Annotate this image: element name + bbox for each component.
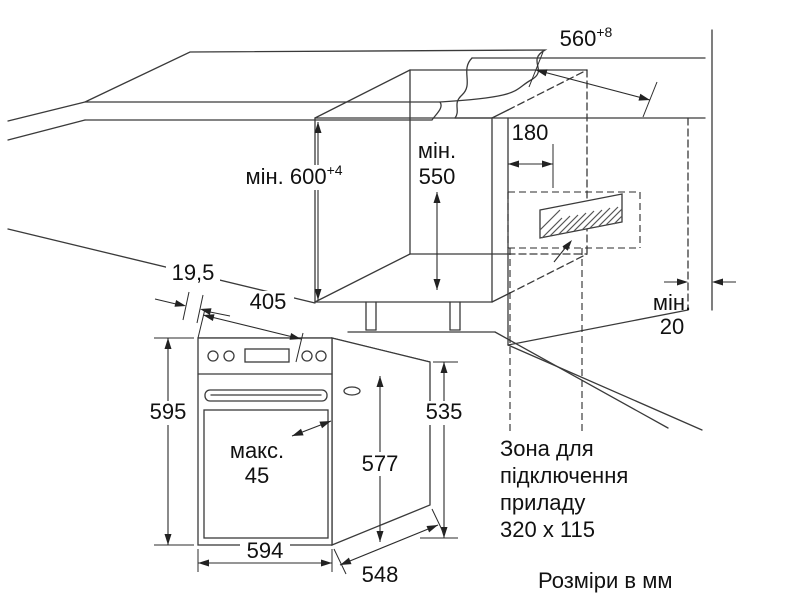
zone-pointer-arrow [553, 246, 567, 263]
dim-20-prefix: мін. [653, 290, 691, 315]
zone-note-line3: приладу [500, 490, 585, 515]
top-vent [343, 386, 361, 396]
control-knob [315, 350, 327, 362]
dim-548-text: 548 [362, 562, 399, 587]
dim-niche-width-560: 560+8 [528, 24, 658, 118]
zone-note-line2: підключення [500, 463, 628, 488]
zone-note-line1: Зона для [500, 436, 594, 461]
oven-control-panel [197, 348, 333, 375]
connection-zone-outline [507, 191, 641, 432]
cabinet-legs [347, 301, 496, 333]
control-knob [301, 350, 313, 362]
dim-door-height-577: 577 [356, 376, 404, 542]
dim-45-prefix: макс. [230, 438, 284, 463]
dim-595-text: 595 [150, 399, 187, 424]
dim-180-text: 180 [512, 120, 549, 145]
dim-45-text: 45 [245, 463, 269, 488]
cabinet-niche [314, 69, 588, 303]
units-note: Розміри в мм [538, 568, 672, 593]
dim-front-overhang-19-5: 19,5 [154, 260, 231, 324]
dim-niche-depth-550: мін. 550 [418, 138, 456, 290]
control-knob [223, 350, 235, 362]
dim-405-text: 405 [250, 289, 287, 314]
connection-zone-label: Зона для підключення приладу 320 x 115 [500, 436, 628, 542]
dim-550-text: 550 [419, 164, 456, 189]
dim-600-text: мін. 600+4 [245, 162, 342, 189]
display [244, 348, 290, 363]
dim-577-text: 577 [362, 451, 399, 476]
dim-20-text: 20 [660, 314, 684, 339]
dim-zone-offset-180: 180 [508, 120, 554, 188]
dim-handle-max-45: макс. 45 [224, 420, 332, 490]
door-glass [203, 409, 329, 539]
dim-19-5-text: 19,5 [172, 260, 215, 285]
dim-594-text: 594 [247, 538, 284, 563]
oven-side-face [331, 337, 431, 546]
oven-door [203, 389, 329, 539]
dim-rear-gap-20: мін. 20 [653, 278, 736, 339]
control-knob [207, 350, 219, 362]
dim-niche-height-600: мін. 600+4 [238, 122, 352, 300]
zone-note-line4: 320 x 115 [500, 517, 595, 542]
dim-535-text: 535 [426, 399, 463, 424]
dim-oven-width-594: 594 [197, 538, 333, 572]
dim-560-text: 560+8 [560, 24, 613, 51]
worktop [84, 49, 706, 121]
worktop-break-edge [454, 57, 473, 119]
dim-550-prefix: мін. [418, 138, 456, 163]
dim-top-depth-405: 405 [197, 289, 304, 363]
connection-zone-hatch [539, 193, 623, 263]
dim-body-height-535: 535 [420, 361, 467, 539]
dim-oven-height-595: 595 [144, 337, 194, 546]
dim-oven-depth-548: 548 [333, 508, 445, 587]
